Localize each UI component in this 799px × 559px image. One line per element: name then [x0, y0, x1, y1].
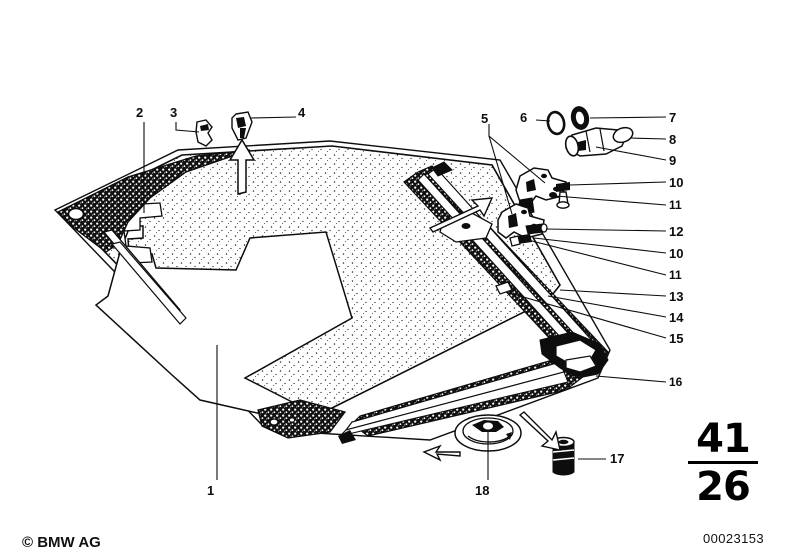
group-number-top: 41 — [696, 416, 751, 462]
rail-pin-small — [495, 281, 513, 295]
callout-4: 4 — [298, 105, 306, 120]
leader-8 — [629, 137, 667, 140]
callout-11-second: 11 — [669, 268, 682, 282]
bolt-10-lower — [509, 234, 532, 247]
callout-16: 16 — [669, 375, 683, 389]
callout-10-second: 10 — [669, 246, 684, 261]
group-number-bottom: 26 — [696, 464, 751, 510]
leader-lines — [143, 116, 667, 480]
seal-hole-lower-left-a — [269, 418, 279, 426]
callout-1: 1 — [207, 483, 215, 498]
callout-15: 15 — [669, 331, 684, 346]
callout-5: 5 — [481, 111, 489, 126]
leader-10 — [569, 181, 667, 186]
leader-4 — [249, 116, 297, 119]
callout-2: 2 — [136, 105, 144, 120]
callout-6: 6 — [520, 110, 528, 125]
callout-8: 8 — [669, 132, 677, 147]
leader-11b — [527, 239, 667, 276]
leader-16 — [595, 375, 667, 383]
washer-7 — [570, 106, 590, 130]
rail-plate-hole — [461, 223, 471, 229]
trim-strip-bottom-b — [338, 371, 569, 437]
seal-corner-lower-left — [257, 399, 347, 439]
document-id: 00023153 — [703, 531, 765, 546]
bolt-10-upper — [556, 182, 570, 209]
callout-10: 10 — [669, 175, 684, 190]
lock-barrel-9 — [578, 140, 586, 151]
leader-6 — [535, 119, 551, 122]
seal-corner-upper-left — [56, 149, 251, 253]
callout-13: 13 — [669, 289, 684, 304]
callout-18: 18 — [475, 483, 490, 498]
leader-7 — [589, 116, 667, 119]
assembly-arrow-up-left — [228, 138, 256, 195]
trim-strip-left-inner — [110, 241, 187, 325]
assembly-arrow-down-right — [518, 411, 561, 451]
trim-strip-right-c-dark — [431, 161, 453, 177]
seal-corner-16 — [539, 331, 609, 379]
leader-11 — [555, 195, 667, 206]
leader-13 — [559, 289, 667, 297]
leader-14 — [547, 295, 667, 318]
seal-hole-lower-left-b — [288, 417, 296, 423]
leader-5-b — [488, 135, 513, 215]
callout-14: 14 — [669, 310, 684, 325]
panel-inner-cutout — [94, 225, 353, 416]
callout-12: 12 — [669, 224, 684, 239]
leader-10b — [533, 237, 667, 254]
assembly-arrow-left-bottom — [422, 444, 461, 462]
seal-grommet-hole-upper-left — [67, 207, 85, 221]
callout-17: 17 — [610, 451, 625, 466]
trim-strip-bottom-end-dark — [338, 430, 356, 444]
nut-11-upper — [549, 192, 557, 198]
leader-9 — [595, 146, 667, 161]
sunroof-panel-group — [53, 140, 611, 444]
assembly-arrow-right-mid — [428, 197, 494, 233]
clip-part-4 — [231, 111, 253, 141]
copyright-notice: © BMW AG — [22, 534, 101, 551]
pin-12 — [525, 223, 548, 235]
leader-15 — [505, 291, 667, 339]
o-ring-6 — [546, 110, 566, 136]
leader-12 — [545, 228, 667, 232]
callout-11: 11 — [669, 198, 682, 212]
clip-part-3 — [195, 119, 213, 147]
callout-7: 7 — [669, 110, 677, 125]
callout-3: 3 — [170, 105, 178, 120]
callout-9: 9 — [669, 153, 677, 168]
group-number-fraction: 41 26 — [682, 418, 764, 508]
leader-3 — [175, 122, 200, 133]
group-number-divider — [688, 461, 758, 464]
